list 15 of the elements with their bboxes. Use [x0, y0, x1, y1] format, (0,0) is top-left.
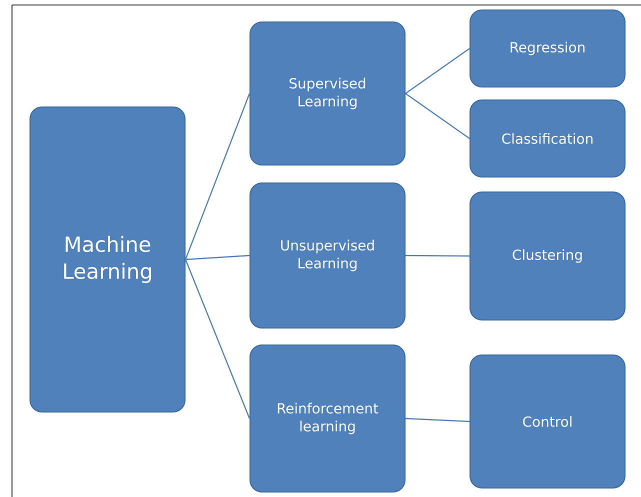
category-box: Classification	[470, 100, 626, 178]
root-box: Machine Learning	[30, 106, 186, 412]
category-box: Unsupervised Learning	[250, 182, 406, 328]
connector-line	[184, 93, 250, 260]
category-box: Clustering	[470, 192, 626, 320]
connector-line	[405, 93, 470, 139]
category-box: Control	[470, 354, 626, 488]
connector-line	[184, 259, 250, 419]
category-box: Supervised Learning	[250, 22, 406, 166]
category-box: Regression	[470, 10, 626, 88]
connector-line	[405, 48, 470, 94]
category-box: Reinforcement learning	[250, 344, 406, 492]
connector-line	[406, 254, 470, 257]
connector-line	[185, 254, 250, 260]
connector-line	[405, 418, 470, 422]
